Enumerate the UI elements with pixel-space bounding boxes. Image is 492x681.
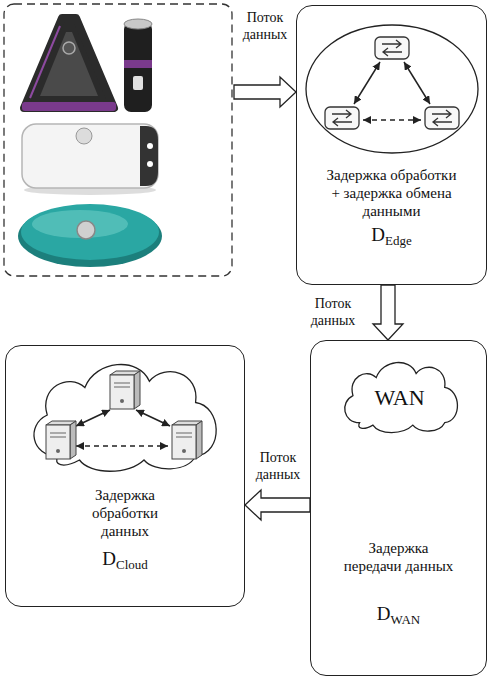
delay-subscript: Cloud [116,557,148,572]
cloud-layer-box: Задержка обработки данныхDCloud [5,345,245,607]
cylinder-device [124,19,152,112]
flow-label: Поток данных [301,296,365,330]
camera-device [22,18,116,111]
router-icon [325,107,359,129]
edge-network [306,25,478,153]
clip-device [22,124,158,195]
wan-layer-box: Задержка передачи данныхDWANWAN [310,340,487,676]
flow-label: Поток данных [249,450,307,484]
server-icon [46,421,76,459]
server-icon [172,421,202,459]
edge-layer-box: Задержка обработки + задержка обмена дан… [296,5,487,285]
oval-device [18,204,162,267]
delay-symbol: D [102,548,116,569]
cloud-outline [345,363,458,433]
wan-cloud: WAN [333,353,466,435]
delay-subscript: WAN [391,612,421,627]
delay-description: Задержка передачи данных [344,539,454,575]
delay-symbol: D [377,603,391,624]
network-label: WAN [374,385,424,410]
device-group-outline [4,4,232,276]
router-icon [375,37,409,59]
delay-description: Задержка обработки + задержка обмена дан… [321,166,463,220]
data-flow-arrow [245,490,310,520]
server-cloud [34,365,216,472]
delay-symbol: D [371,224,385,245]
server-icon [110,371,140,409]
data-flow-arrow [373,285,403,340]
delay-description: Задержка обработки данных [70,486,180,540]
data-flow-arrow [234,77,296,107]
flow-label: Поток данных [234,10,296,44]
delay-subscript: Edge [385,233,412,248]
router-icon [425,107,459,129]
